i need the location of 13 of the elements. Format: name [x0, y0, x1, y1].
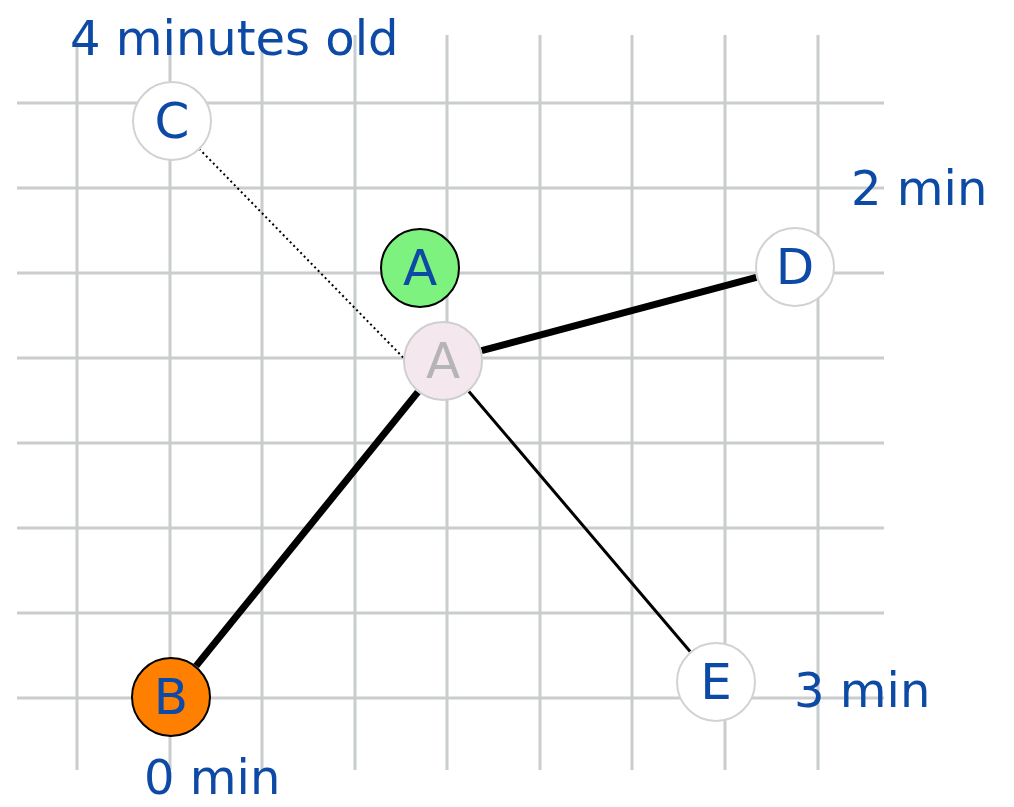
node-label: B	[153, 672, 189, 722]
connector-line	[193, 389, 421, 669]
node-label: E	[700, 657, 732, 707]
time-label: 4 minutes old	[70, 12, 399, 65]
node-label: A	[425, 336, 461, 386]
time-label: 0 min	[144, 751, 281, 804]
node-label: C	[154, 96, 190, 146]
node-label: A	[402, 243, 438, 293]
connector-line	[480, 273, 758, 355]
time-label: 2 min	[851, 162, 988, 215]
time-label: 3 min	[794, 664, 931, 717]
node-label: D	[775, 242, 815, 292]
connector-line	[467, 390, 692, 653]
